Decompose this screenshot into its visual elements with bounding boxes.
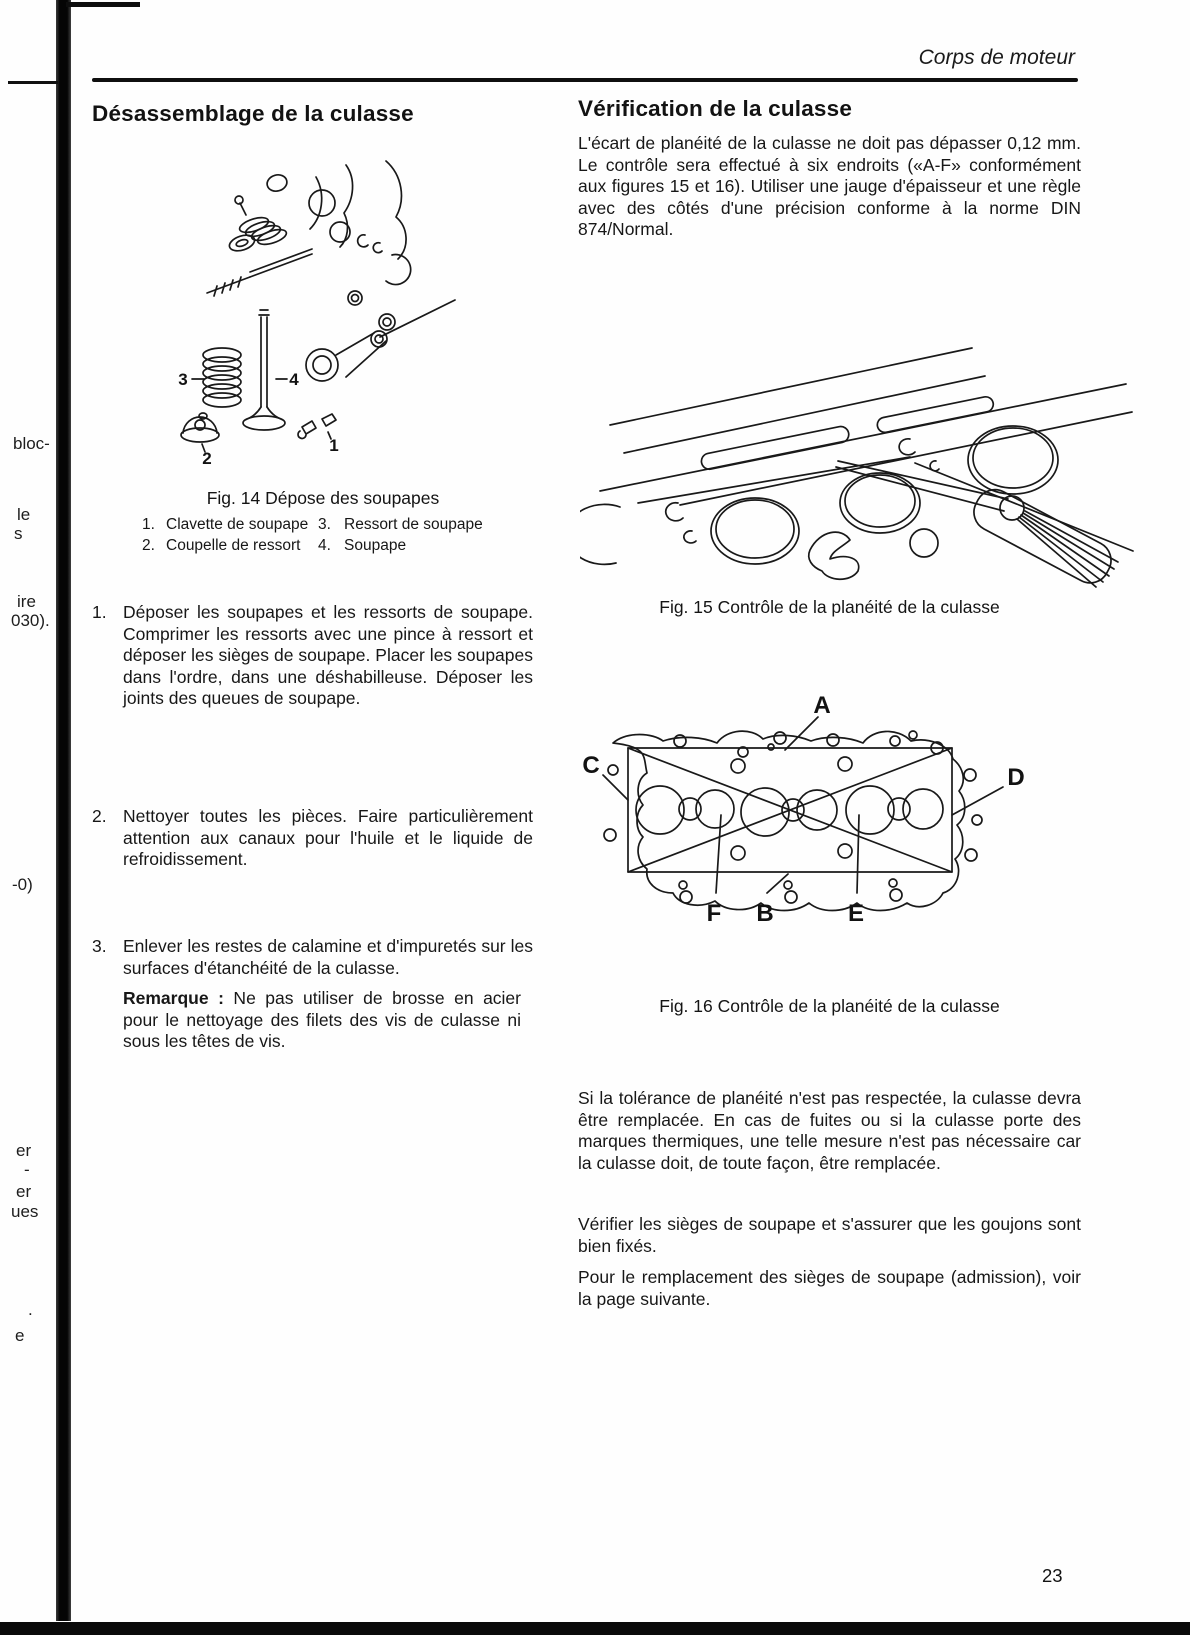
point-label-c: C: [582, 752, 599, 779]
point-label-b: B: [756, 900, 773, 927]
legend-num-1: 1.: [142, 516, 155, 533]
step-3-remark: Remarque : Ne pas utiliser de brosse en …: [123, 988, 521, 1053]
point-label-e: E: [848, 900, 864, 927]
margin-fragment: s: [14, 524, 23, 543]
margin-fragment: ire: [17, 592, 36, 611]
measurement-rectangle: [627, 747, 953, 873]
margin-fragment: e: [15, 1326, 25, 1345]
replacement-paragraph: Pour le remplacement des sièges de soupa…: [578, 1267, 1081, 1309]
binding-scan-bar: [56, 0, 71, 1621]
margin-fragment: -0): [12, 875, 33, 894]
cylinder-bores: [635, 785, 944, 837]
step-2-number: 2.: [92, 806, 107, 826]
fig16-flatness-points-illustration: A C D F B E: [582, 695, 1024, 927]
fig15-caption: Fig. 15 Contrôle de la planéité de la cu…: [659, 597, 1000, 617]
margin-fragment: 030).: [11, 611, 50, 630]
valve-spring: 3: [178, 347, 242, 408]
fig16-caption: Fig. 16 Contrôle de la planéité de la cu…: [659, 996, 1000, 1016]
margin-fragment: .: [28, 1300, 33, 1319]
straightedge: [599, 347, 1133, 506]
point-labels: A C D F B E: [582, 695, 1024, 927]
margin-fragment: -: [24, 1160, 30, 1179]
section-heading-disassembly: Désassemblage de la culasse: [92, 101, 414, 126]
legend-num-3: 3.: [318, 516, 331, 533]
valve-seats-paragraph: Vérifier les sièges de soupape et s'assu…: [578, 1214, 1081, 1256]
point-label-f: F: [707, 900, 722, 927]
fig15-flatness-check-illustration: [580, 347, 1134, 588]
legend-label-2: Coupelle de ressort: [166, 537, 301, 554]
part-label-4: 4: [289, 370, 299, 389]
verification-intro: L'écart de planéité de la culasse ne doi…: [578, 133, 1081, 239]
margin-fragment: bloc-: [13, 434, 50, 453]
fig14-caption: Fig. 14 Dépose des soupapes: [206, 488, 440, 508]
step-3-number: 3.: [92, 936, 107, 956]
remark-text: Ne pas utiliser de brosse en acier pour …: [123, 988, 521, 1051]
margin-fragment: er: [16, 1141, 32, 1160]
part-label-3: 3: [178, 370, 187, 389]
fig14-valve-removal-illustration: 3 4 2 1: [178, 160, 456, 467]
part-label-1: 1: [329, 436, 338, 455]
bottom-scan-bar: [0, 1622, 1190, 1635]
page-number: 23: [1042, 1565, 1063, 1586]
point-label-d: D: [1007, 764, 1024, 791]
step-1-text: Déposer les soupapes et les ressorts de …: [123, 602, 533, 708]
step-2-text: Nettoyer toutes les pièces. Faire partic…: [123, 806, 533, 869]
legend-label-1: Clavette de soupape: [166, 516, 309, 533]
legend-num-2: 2.: [142, 537, 155, 554]
remark-label: Remarque :: [123, 988, 224, 1008]
margin-fragment: le: [17, 505, 31, 524]
legend-label-3: Ressort de soupape: [344, 516, 483, 533]
feeler-gauge: [835, 460, 1119, 588]
point-label-a: A: [813, 695, 830, 719]
bolt-holes: [603, 730, 983, 904]
top-edge-line: [66, 2, 140, 7]
part-label-2: 2: [202, 449, 211, 467]
legend-label-4: Soupape: [344, 537, 407, 554]
running-header: Corps de moteur: [918, 46, 1075, 69]
valve-keepers: 1: [297, 413, 339, 455]
step-3-text: Enlever les restes de calamine et d'impu…: [123, 936, 533, 978]
tolerance-paragraph: Si la tolérance de planéité n'est pas re…: [578, 1088, 1081, 1173]
step-1-number: 1.: [92, 602, 107, 622]
rocker-stud: [206, 248, 313, 297]
assembled-spring: [228, 195, 288, 252]
legend-num-4: 4.: [318, 537, 331, 554]
header-rule: [92, 78, 1078, 82]
spring-retainer: 2: [180, 412, 220, 467]
section-heading-verification: Vérification de la culasse: [578, 96, 853, 121]
head-cutaway: [266, 160, 456, 338]
margin-fragment: ues: [11, 1202, 39, 1221]
rocker-arm: [305, 330, 388, 382]
head-surface: [580, 425, 1134, 581]
valve: 4: [242, 309, 299, 431]
margin-fragment: er: [16, 1182, 32, 1201]
header-rule-left-stub: [8, 81, 58, 84]
